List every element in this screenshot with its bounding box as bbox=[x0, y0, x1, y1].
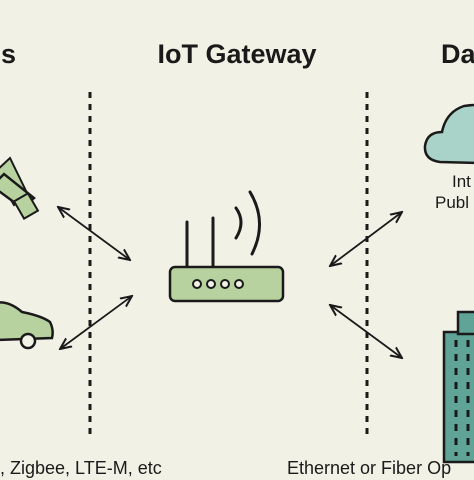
arrow-satellite-gateway bbox=[58, 207, 130, 260]
satellite-icon bbox=[0, 156, 40, 221]
gateway-heading: IoT Gateway bbox=[157, 39, 317, 69]
car-icon bbox=[0, 301, 54, 350]
backhaul-label: Ethernet or Fiber Op bbox=[287, 458, 452, 478]
internet-label: Int bbox=[452, 172, 471, 191]
arrow-car-gateway bbox=[60, 296, 132, 349]
building-icon bbox=[442, 310, 474, 464]
devices-heading: es bbox=[0, 39, 17, 69]
device-protocols-label: , Zigbee, LTE-M, etc bbox=[0, 458, 162, 478]
data-heading: Da bbox=[441, 39, 474, 69]
router-icon bbox=[168, 216, 285, 303]
arrow-gateway-cloud bbox=[330, 212, 402, 266]
arrow-gateway-building bbox=[330, 305, 402, 358]
wifi-signal-icon bbox=[234, 190, 262, 256]
public-cloud-label: Publ bbox=[435, 193, 470, 212]
cloud-icon bbox=[423, 103, 474, 165]
